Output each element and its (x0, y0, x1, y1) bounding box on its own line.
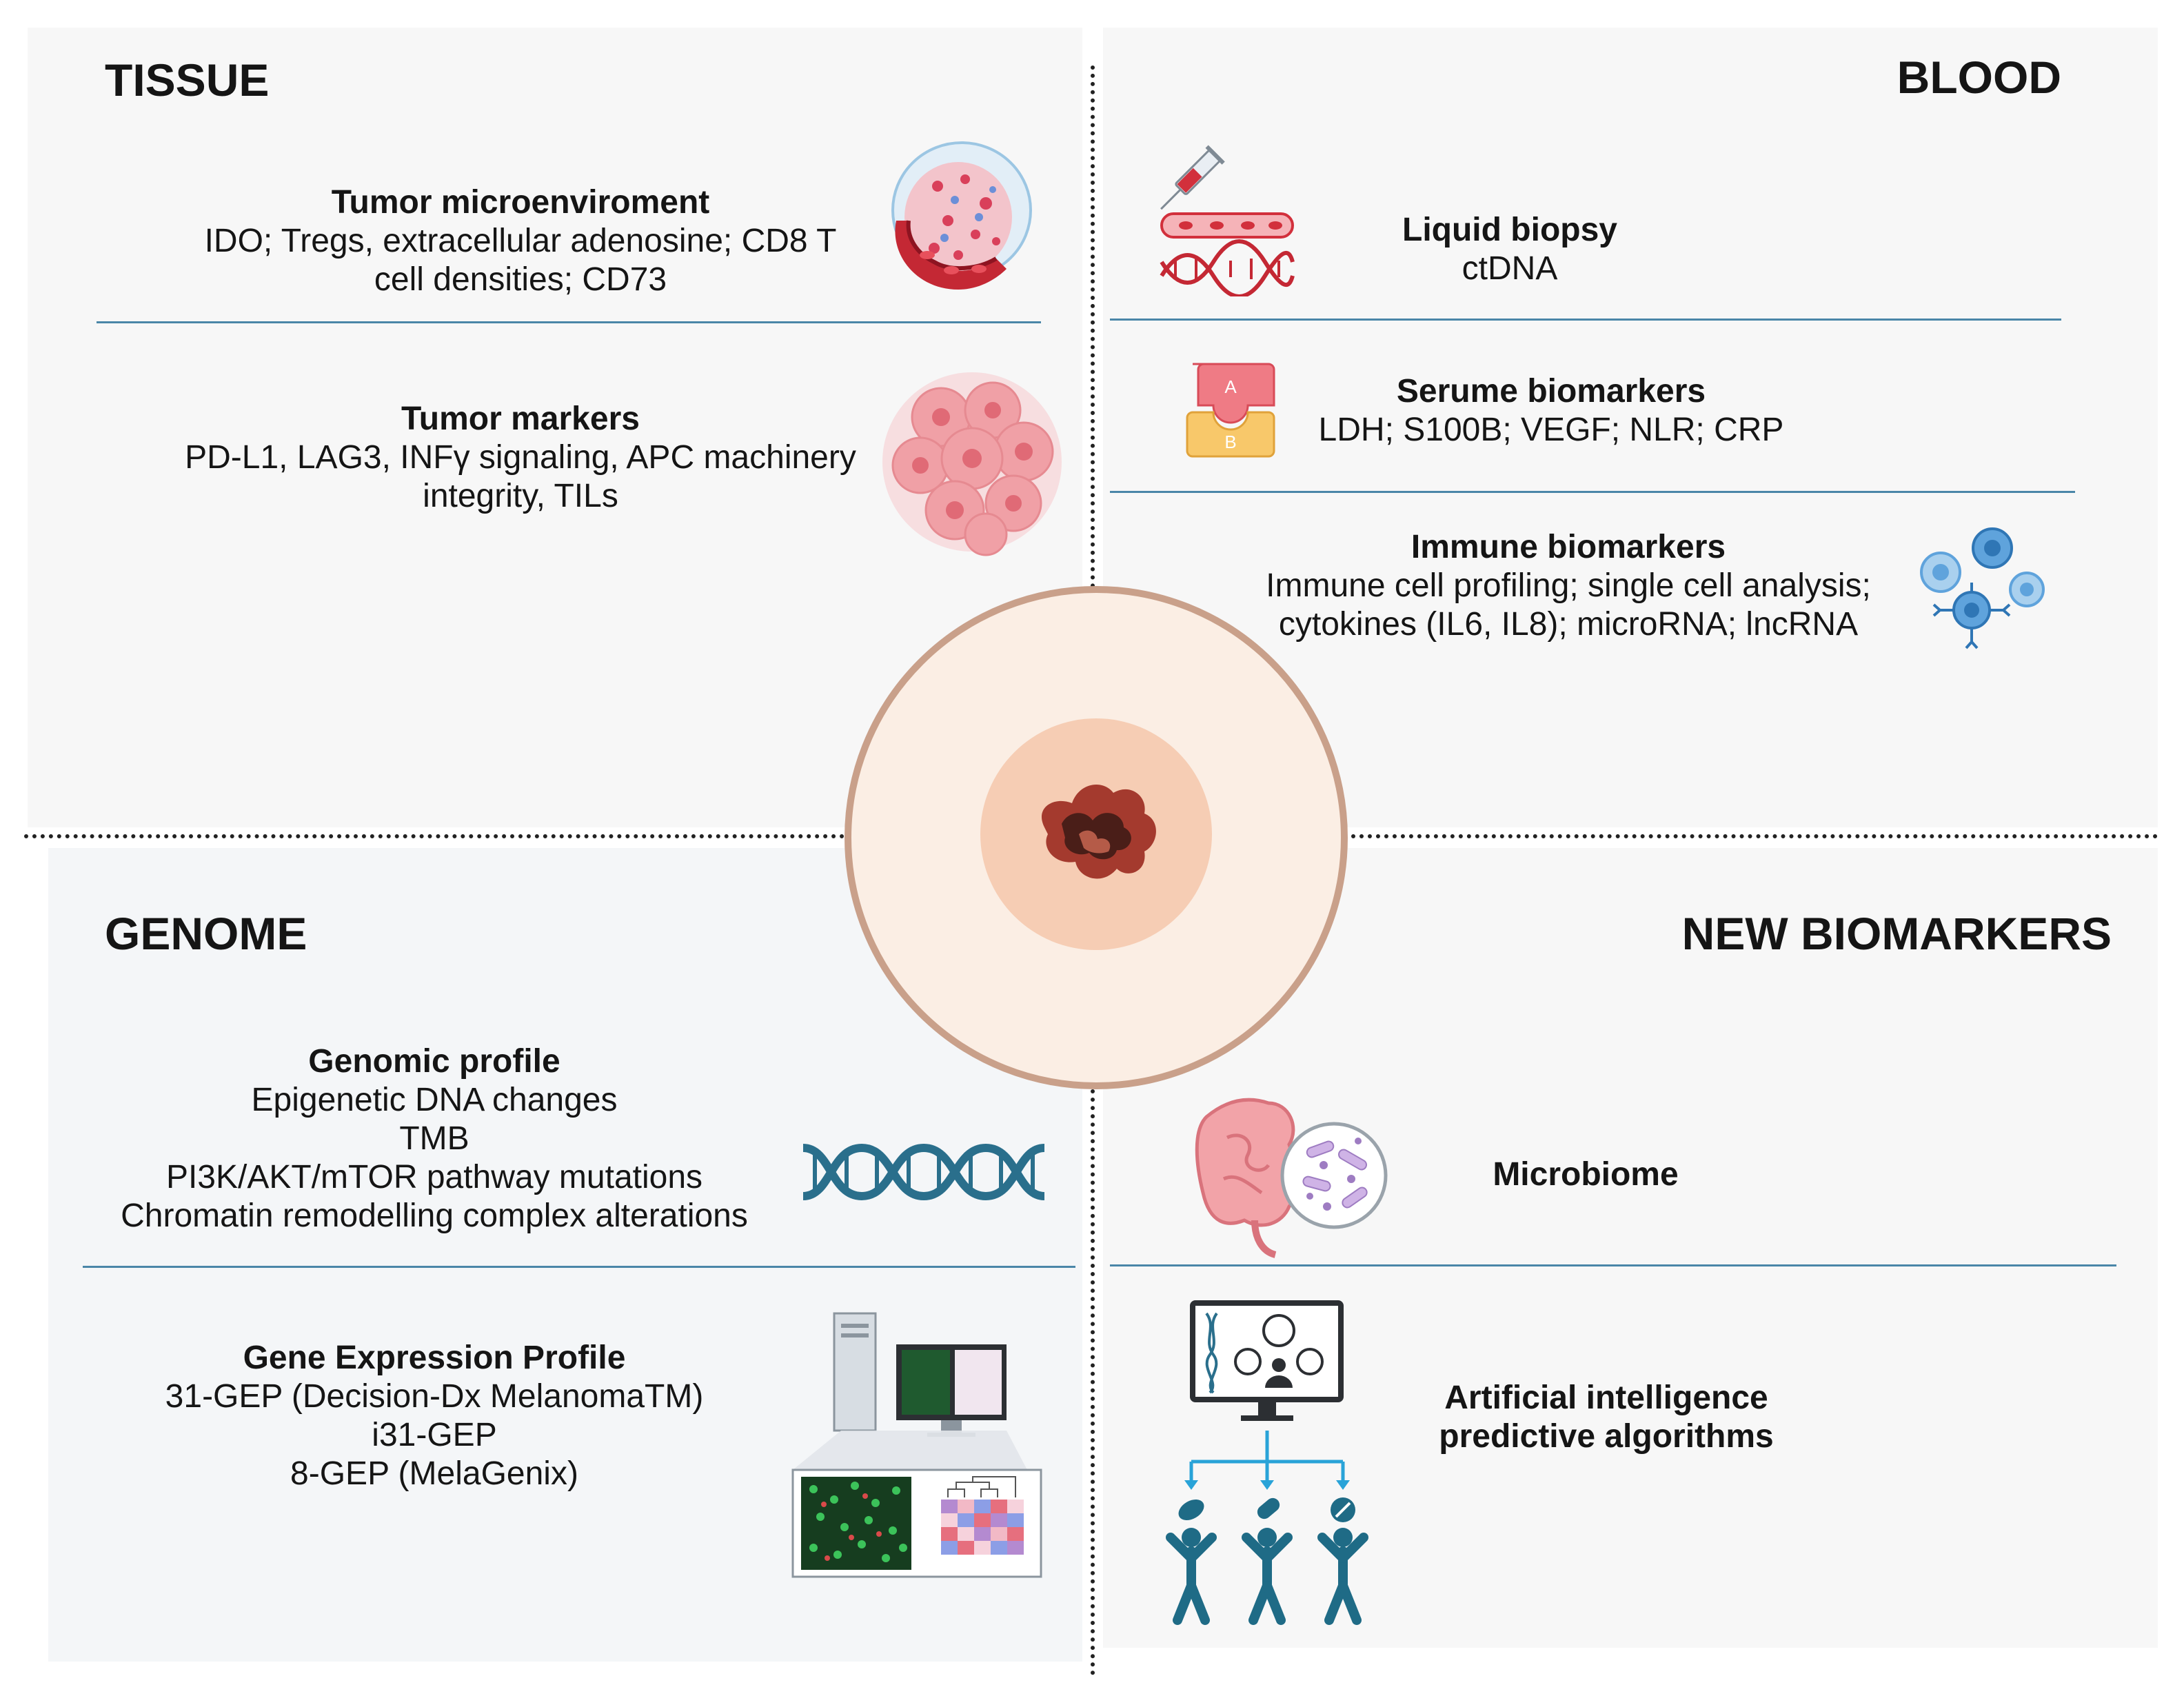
vertical-divider-top (1091, 65, 1095, 596)
gene-expression-block: Gene Expression Profile 31-GEP (Decision… (83, 1339, 786, 1493)
genomic-profile-title: Genomic profile (308, 1043, 560, 1080)
genomic-profile-line-4: Chromatin remodelling complex alteration… (121, 1198, 748, 1234)
genomic-profile-line-2: TMB (399, 1120, 469, 1157)
syringe-vessel-dna-icon (1160, 145, 1295, 296)
computer-heatmap-icon (791, 1312, 1042, 1578)
gene-expression-title: Gene Expression Profile (243, 1340, 626, 1376)
horizontal-divider-right (1351, 834, 2158, 838)
antigen-antibody-icon: A B (1186, 363, 1275, 458)
immune-biomarkers-line-1: Immune cell profiling; single cell analy… (1266, 567, 1871, 604)
new-biomarkers-heading: NEW BIOMARKERS (1681, 908, 2112, 959)
genomic-profile-line-3: PI3K/AKT/mTOR pathway mutations (165, 1159, 703, 1195)
tumor-markers-title: Tumor markers (401, 401, 640, 437)
microbiome-title: Microbiome (1493, 1156, 1679, 1193)
separator (1110, 1264, 2116, 1266)
melanoma-lesion-icon (845, 586, 1348, 1089)
immune-cells-icon (1920, 527, 2045, 649)
liquid-biopsy-title: Liquid biopsy (1402, 212, 1617, 248)
separator (83, 1266, 1075, 1268)
genome-heading: GENOME (105, 908, 307, 959)
liquid-biopsy-line-1: ctDNA (1462, 250, 1558, 287)
dna-helix-icon (802, 1143, 1045, 1201)
tumor-microenvironment-title: Tumor microenviroment (331, 184, 710, 221)
liquid-biopsy-block: Liquid biopsy ctDNA (1337, 211, 1682, 288)
tumor-markers-line-1: PD-L1, LAG3, INFγ signaling, APC machine… (185, 439, 856, 476)
serum-biomarkers-block: Serume biomarkers LDH; S100B; VEGF; NLR;… (1310, 372, 1792, 450)
blood-heading: BLOOD (1897, 52, 2061, 103)
separator (1110, 319, 2061, 321)
tumor-microenvironment-block: Tumor microenviroment IDO; Tregs, extrac… (172, 183, 869, 299)
tumor-microenvironment-line-1: IDO; Tregs, extracellular adenosine; CD8… (204, 223, 837, 259)
gene-expression-line-1: 31-GEP (Decision-Dx MelanomaTM) (165, 1378, 704, 1415)
ai-subtitle: predictive algorithms (1439, 1418, 1774, 1455)
ai-title: Artificial intelligence (1444, 1380, 1768, 1416)
vertical-divider-bottom (1091, 1089, 1095, 1675)
gene-expression-line-2: i31-GEP (372, 1417, 497, 1453)
antigen-letter: A (1224, 376, 1237, 397)
ai-block: Artificial intelligence predictive algor… (1413, 1379, 1799, 1456)
separator (97, 321, 1041, 323)
tumor-markers-block: Tumor markers PD-L1, LAG3, INFγ signalin… (172, 400, 869, 516)
intestine-bacteria-icon (1195, 1098, 1388, 1258)
tumor-markers-line-2: integrity, TILs (423, 478, 618, 514)
ai-monitor-patients-icon (1166, 1300, 1368, 1625)
serum-biomarkers-title: Serume biomarkers (1396, 373, 1706, 410)
tumor-cell-cluster-icon (882, 372, 1062, 556)
immune-biomarkers-title: Immune biomarkers (1410, 529, 1726, 565)
tissue-heading: TISSUE (105, 54, 270, 105)
genomic-profile-line-1: Epigenetic DNA changes (251, 1082, 618, 1118)
immune-biomarkers-line-2: cytokines (IL6, IL8); microRNA; lncRNA (1278, 606, 1859, 643)
immune-biomarkers-block: Immune biomarkers Immune cell profiling;… (1241, 528, 1896, 644)
antibody-letter: B (1224, 432, 1236, 452)
blood-vessel-tissue-icon (891, 141, 1032, 290)
serum-biomarkers-line-1: LDH; S100B; VEGF; NLR; CRP (1318, 412, 1784, 448)
gene-expression-line-3: 8-GEP (MelaGenix) (290, 1455, 578, 1492)
tumor-microenvironment-line-2: cell densities; CD73 (374, 261, 667, 298)
genomic-profile-block: Genomic profile Epigenetic DNA changes T… (69, 1042, 800, 1235)
separator (1110, 491, 2075, 493)
horizontal-divider-left (24, 834, 845, 838)
